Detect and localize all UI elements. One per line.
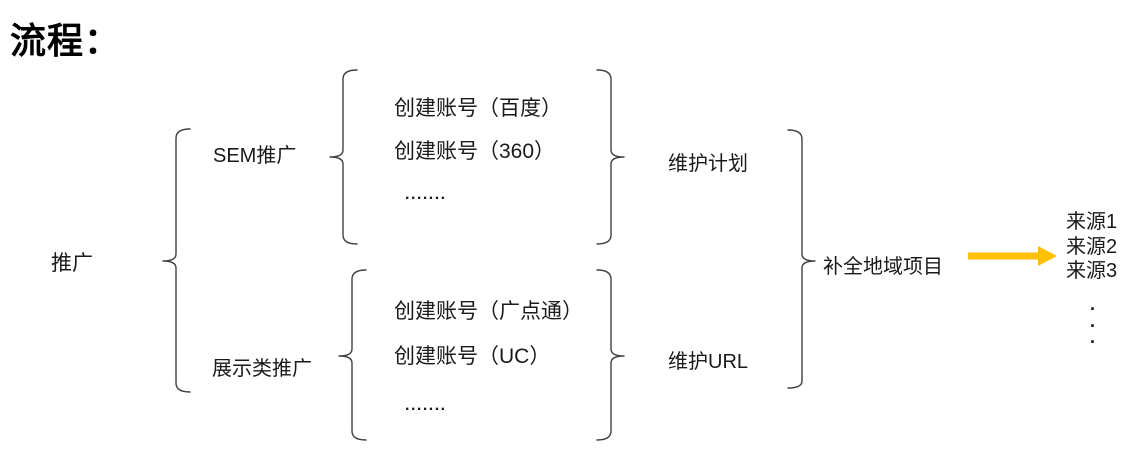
source-item-1: 来源1 [1066, 211, 1118, 233]
flow-arrow-icon [968, 246, 1057, 266]
item-create-account-gdt: 创建账号（广点通） [394, 300, 583, 323]
brace-display-left [338, 269, 367, 441]
node-maintain-plan: 维护计划 [668, 153, 748, 175]
source-item-3: 来源3 [1066, 260, 1118, 282]
item-create-account-360: 创建账号（360） [394, 140, 556, 163]
node-sem: SEM推广 [213, 145, 297, 167]
brace-sem-left [329, 69, 358, 245]
node-display: 展示类推广 [212, 358, 312, 380]
item-display-ellipsis: ....... [405, 397, 447, 414]
item-create-account-uc: 创建账号（UC） [394, 345, 551, 368]
source-list-ellipsis: . . . [1090, 294, 1096, 347]
item-create-account-baidu: 创建账号（百度） [394, 97, 562, 120]
node-merge-region: 补全地域项目 [823, 256, 943, 278]
page-title: 流程： [10, 21, 122, 61]
brace-sem-right [596, 69, 625, 245]
node-maintain-url: 维护URL [668, 351, 749, 373]
node-root: 推广 [51, 252, 93, 275]
brace-root-left [162, 128, 191, 393]
brace-merge-right [787, 129, 816, 389]
brace-display-right [596, 269, 625, 441]
source-item-2: 来源2 [1066, 235, 1118, 258]
source-list: 来源1 来源2 来源3 [1066, 210, 1117, 284]
item-sem-ellipsis: ....... [405, 186, 447, 203]
